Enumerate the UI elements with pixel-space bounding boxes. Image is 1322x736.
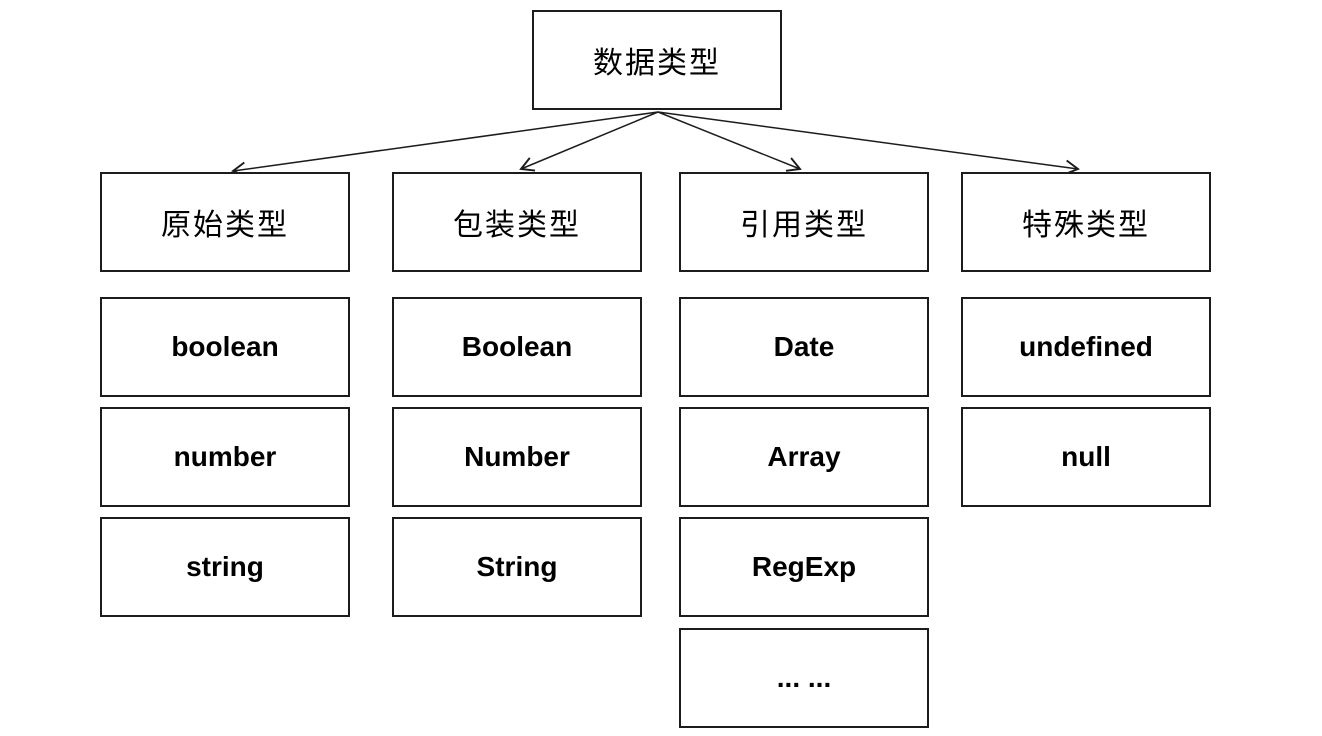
root-node-data-types: 数据类型 xyxy=(532,10,782,110)
leaf-number-object: Number xyxy=(392,407,642,507)
leaf-undefined: undefined xyxy=(961,297,1211,397)
arrow-root-to-primitive xyxy=(231,111,659,178)
leaf-array: Array xyxy=(679,407,929,507)
leaf-ellipsis: ... ... xyxy=(679,628,929,728)
arrow-root-to-wrapper xyxy=(519,111,659,172)
category-header-special: 特殊类型 xyxy=(961,172,1211,272)
category-header-wrapper: 包装类型 xyxy=(392,172,642,272)
leaf-boolean: boolean xyxy=(100,297,350,397)
category-header-primitive: 原始类型 xyxy=(100,172,350,272)
leaf-null: null xyxy=(961,407,1211,507)
arrow-root-to-special xyxy=(657,111,1080,176)
leaf-string: string xyxy=(100,517,350,617)
leaf-string-object: String xyxy=(392,517,642,617)
leaf-regexp: RegExp xyxy=(679,517,929,617)
category-header-reference: 引用类型 xyxy=(679,172,929,272)
leaf-number: number xyxy=(100,407,350,507)
leaf-boolean-object: Boolean xyxy=(392,297,642,397)
leaf-date: Date xyxy=(679,297,929,397)
arrow-root-to-reference xyxy=(657,111,802,172)
